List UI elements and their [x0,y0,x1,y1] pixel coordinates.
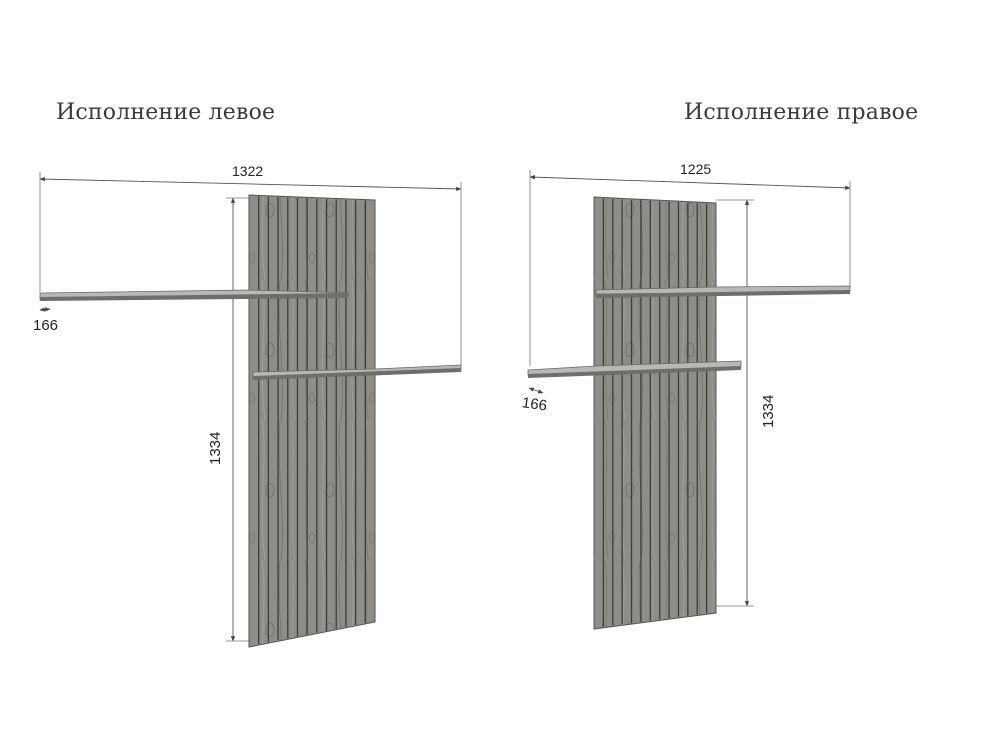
width-label: 1322 [232,163,263,179]
depth-dimension: 166 [33,307,58,334]
slatted-panel [593,196,717,630]
width-dimension: 1225 [529,161,851,366]
depth-label: 166 [33,317,58,334]
width-label: 1225 [680,161,711,177]
height-label: 1334 [760,395,777,428]
variant-right-title: Исполнение правое [684,100,919,125]
lower-shelf [252,364,462,380]
depth-dimension: 166 [521,387,548,415]
variant-left-drawing: 1322 1334 [33,163,462,648]
upper-shelf [595,285,851,298]
upper-shelf [39,289,349,301]
height-dimension: 1334 [207,197,252,642]
variant-right-drawing: 1225 1334 [521,161,851,630]
lower-shelf [527,360,742,378]
variant-left-title: Исполнение левое [56,100,276,125]
width-dimension: 1322 [39,163,462,366]
depth-label: 166 [521,394,548,414]
height-dimension: 1334 [716,199,777,607]
slatted-panel [248,194,376,648]
height-label: 1334 [207,432,224,465]
